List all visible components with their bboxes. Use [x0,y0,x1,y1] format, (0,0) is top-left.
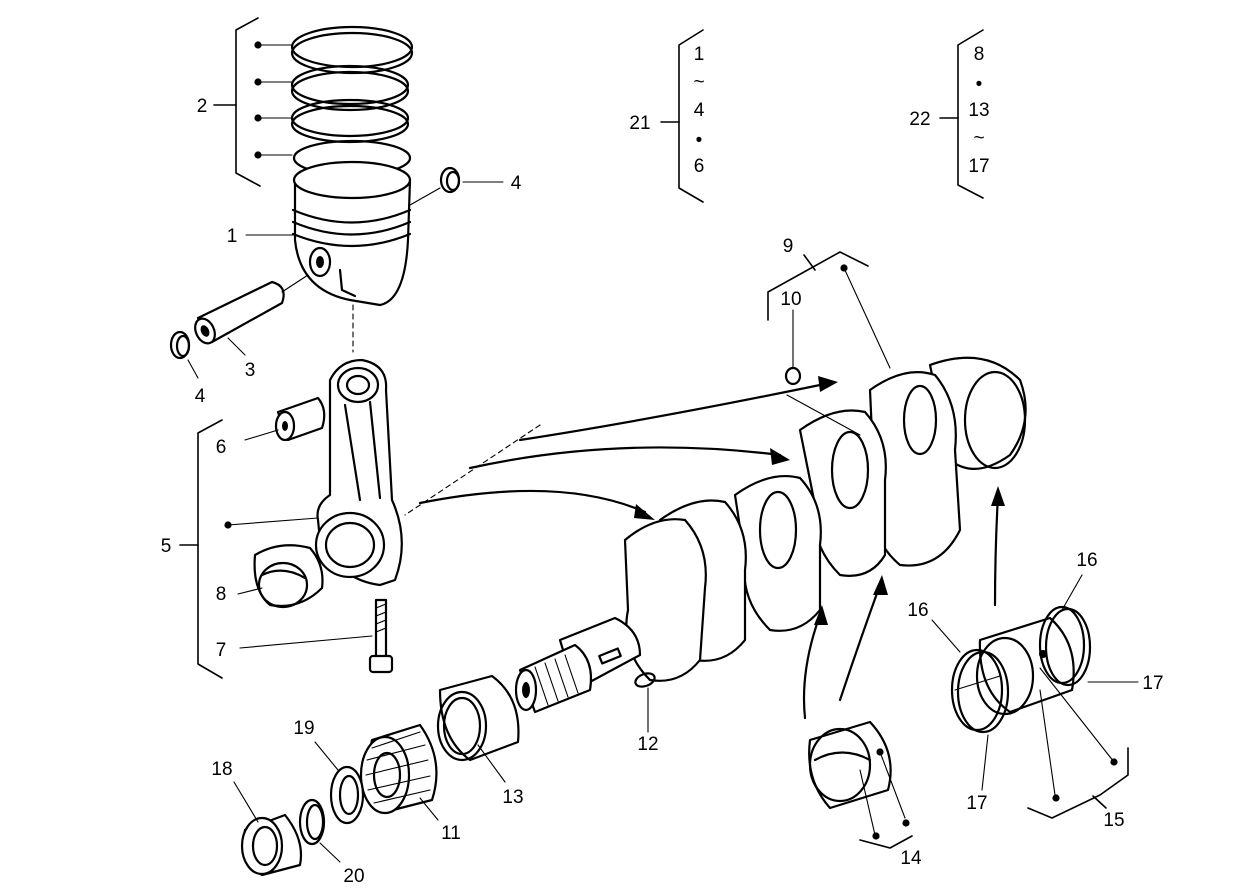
callout-c17b: 17 [966,793,987,814]
crankshaft [514,356,1027,714]
callout-c12: 12 [637,734,658,755]
callout-c20: 20 [343,866,364,887]
kit-22-item-1: • [976,74,983,95]
callout-c13: 13 [502,787,523,808]
kit-bracket-21 [660,29,704,203]
kit-22-item-4: 17 [968,156,989,177]
spacer-ring [240,813,303,877]
thrust-bearing [950,605,1092,734]
kit-21-item-1: ~ [693,72,704,93]
retaining-ring [298,798,326,846]
callout-c11: 11 [441,823,461,844]
kit-21-item-4: 6 [694,156,705,177]
big-end-bearing [253,544,324,609]
callout-c6: 6 [216,437,227,458]
bracket-5 [179,419,319,679]
snap-ring-upper [439,166,461,194]
piston-rings [290,25,414,177]
callout-c4a: 4 [511,173,522,194]
kit-22-item-0: 8 [974,44,985,65]
callout-c17a: 17 [1142,673,1163,694]
piston-pin [194,280,285,345]
callout-c16b: 16 [907,600,928,621]
woodruff-key [634,672,656,688]
kit-bracket-22 [939,29,984,199]
callout-c10: 10 [780,289,801,310]
callout-c4b: 4 [195,386,206,407]
snap-ring-lower [169,330,191,360]
bracket-14 [859,819,913,849]
main-bearing-center [808,720,892,810]
connecting-rod [314,358,403,587]
front-main-bearing [436,674,520,762]
callout-c21: 21 [629,113,650,134]
callout-c7: 7 [216,640,227,661]
callout-c14: 14 [900,848,922,869]
crank-gear [359,723,438,815]
kit-21-item-0: 1 [694,44,705,65]
rod-bolt [368,598,394,674]
callout-c8: 8 [216,584,227,605]
dowel-pin [784,366,802,386]
piston [291,160,412,307]
kit-21-item-2: 4 [694,100,705,121]
callout-c5: 5 [161,536,172,557]
bracket-15 [1027,747,1129,819]
washer [329,765,365,825]
callout-c9: 9 [783,236,794,257]
bracket-9 [767,251,891,369]
assembly-arrows [404,376,1005,720]
bracket-2 [213,17,293,187]
small-end-bushing [274,396,326,442]
kit-lists: 1 ~4 • 6 8 • 13 ~17 [693,44,989,177]
callout-c16a: 16 [1076,550,1097,571]
callout-c18: 18 [211,759,232,780]
callout-c22: 22 [909,109,930,130]
callout-c3: 3 [245,360,256,381]
callout-c15: 15 [1103,810,1124,831]
callout-c1: 1 [227,226,238,247]
kit-22-item-3: ~ [973,128,984,149]
kit-21-item-3: • [696,130,703,151]
callout-c19: 19 [293,718,314,739]
callout-c2: 2 [197,96,208,117]
kit-22-item-2: 13 [968,100,989,121]
